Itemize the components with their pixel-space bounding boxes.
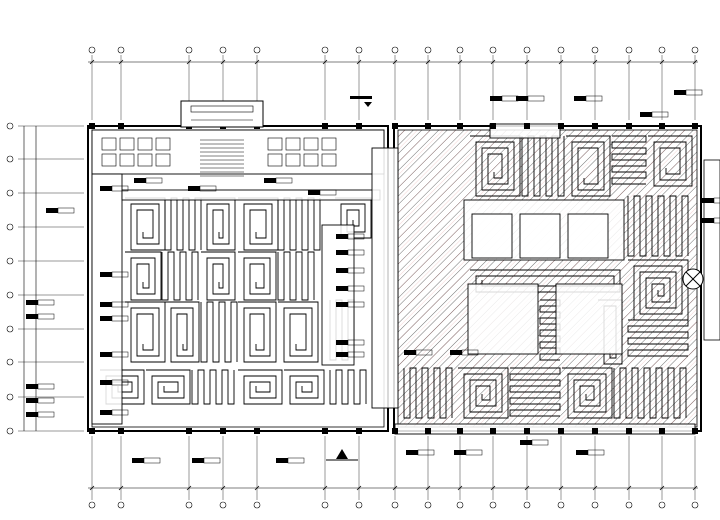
axis-grid bbox=[6, 46, 699, 509]
grid-bubble-icon bbox=[489, 46, 497, 54]
grid-bubble-icon bbox=[185, 46, 193, 54]
grid-bubble-icon bbox=[456, 501, 464, 509]
room-partitions bbox=[89, 123, 698, 435]
grid-bubble-icon bbox=[321, 46, 329, 54]
grid-bubble-icon bbox=[456, 46, 464, 54]
grid-bubble-icon bbox=[557, 501, 565, 509]
grid-bubble-icon bbox=[625, 501, 633, 509]
grid-bubble-icon bbox=[88, 501, 96, 509]
manifold-box-icon bbox=[682, 159, 720, 341]
grid-bubble-icon bbox=[253, 46, 261, 54]
north-arrow-icon bbox=[326, 449, 358, 461]
grid-bubble-icon bbox=[185, 501, 193, 509]
grid-bubble-icon bbox=[691, 46, 699, 54]
grid-bubble-icon bbox=[658, 46, 666, 54]
grid-bubble-icon bbox=[88, 46, 96, 54]
grid-bubble-icon bbox=[591, 46, 599, 54]
grid-bubble-icon bbox=[117, 46, 125, 54]
grid-bubble-icon bbox=[6, 358, 14, 366]
grid-bubble-icon bbox=[6, 257, 14, 265]
grid-bubble-icon bbox=[691, 501, 699, 509]
grid-bubble-icon bbox=[6, 189, 14, 197]
grid-bubble-icon bbox=[219, 46, 227, 54]
grid-bubble-icon bbox=[424, 501, 432, 509]
grid-bubble-icon bbox=[658, 501, 666, 509]
grid-bubble-icon bbox=[6, 393, 14, 401]
grid-bubble-icon bbox=[6, 223, 14, 231]
grid-bubble-icon bbox=[391, 501, 399, 509]
grid-bubble-icon bbox=[523, 501, 531, 509]
grid-bubble-icon bbox=[6, 155, 14, 163]
east-wing bbox=[393, 125, 702, 432]
grid-bubble-icon bbox=[391, 46, 399, 54]
grid-bubble-icon bbox=[253, 501, 261, 509]
level-marker-icon bbox=[350, 96, 372, 107]
grid-bubble-icon bbox=[523, 46, 531, 54]
grid-bubble-icon bbox=[591, 501, 599, 509]
grid-bubble-icon bbox=[355, 501, 363, 509]
grid-bubble-icon bbox=[6, 291, 14, 299]
grid-bubble-icon bbox=[117, 501, 125, 509]
grid-bubble-icon bbox=[321, 501, 329, 509]
grid-bubble-icon bbox=[6, 427, 14, 435]
grid-bubble-icon bbox=[219, 501, 227, 509]
grid-bubble-icon bbox=[557, 46, 565, 54]
grid-bubble-icon bbox=[489, 501, 497, 509]
grid-bubble-icon bbox=[424, 46, 432, 54]
annotation-tags bbox=[26, 89, 720, 464]
grid-bubble-icon bbox=[6, 325, 14, 333]
roof-entry bbox=[180, 100, 264, 128]
grid-bubble-icon bbox=[6, 122, 14, 130]
grid-bubble-icon bbox=[355, 46, 363, 54]
grid-bubble-icon bbox=[625, 46, 633, 54]
